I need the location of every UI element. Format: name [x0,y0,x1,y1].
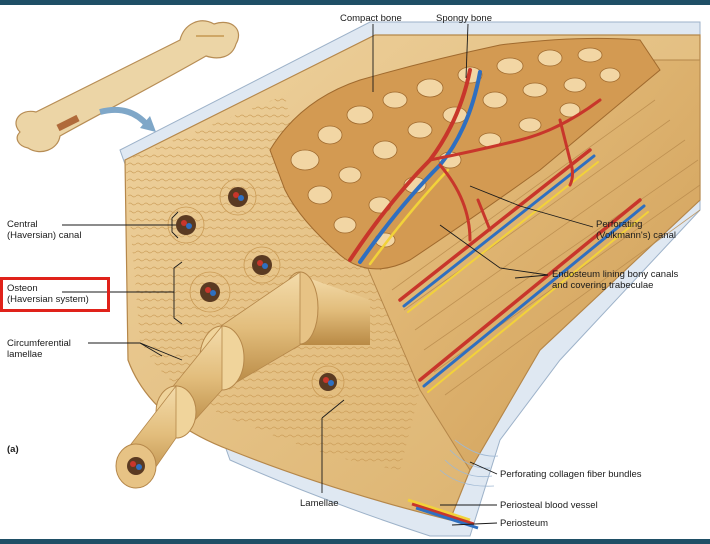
label-circumferential-lamellae: Circumferential lamellae [7,338,71,360]
label-osteon: Osteon (Haversian system) [7,283,89,305]
osteons [167,178,345,399]
label-line: (Haversian system) [7,294,89,305]
bottom-border [0,539,710,544]
label-line: lamellae [7,349,43,360]
label-endosteum: Endosteum lining bony canals and coverin… [552,269,678,291]
label-collagen-bundles: Perforating collagen fiber bundles [500,469,642,480]
top-border [0,0,710,5]
collagen-fibers [439,439,499,487]
label-line: Osteon [7,283,38,294]
osteon-cylinders [115,271,370,489]
osteon [219,178,257,216]
osteon [243,246,281,284]
leader-lines [62,23,594,526]
osteon [189,271,231,313]
label-line: (Haversian) canal [7,230,82,241]
label-lamellae: Lamellae [300,498,339,509]
trabeculae [290,47,621,248]
long-bone-icon [15,20,240,153]
label-line: Circumferential [7,338,71,349]
label-line: (Volkmann's) canal [596,230,676,241]
label-periosteal-vessel: Periosteal blood vessel [500,500,598,511]
arrowhead-icon [140,116,156,132]
osteon [311,365,345,399]
label-line: Central [7,219,38,230]
label-perforating-canal: Perforating (Volkmann's) canal [596,219,676,241]
label-spongy-bone: Spongy bone [436,13,492,24]
label-line: Perforating [596,219,643,230]
part-label: (a) [7,444,19,455]
label-central-canal: Central (Haversian) canal [7,219,81,241]
longitudinal-vessels [398,118,649,393]
osteon-highlight-box [0,277,110,312]
spongy-vessels [348,68,602,266]
label-line: Endosteum lining bony canals [552,269,679,280]
arrow-icon [99,106,151,129]
label-compact-bone: Compact bone [340,13,402,24]
label-periosteum: Periosteum [500,518,549,529]
label-line: and covering trabeculae [552,280,654,291]
